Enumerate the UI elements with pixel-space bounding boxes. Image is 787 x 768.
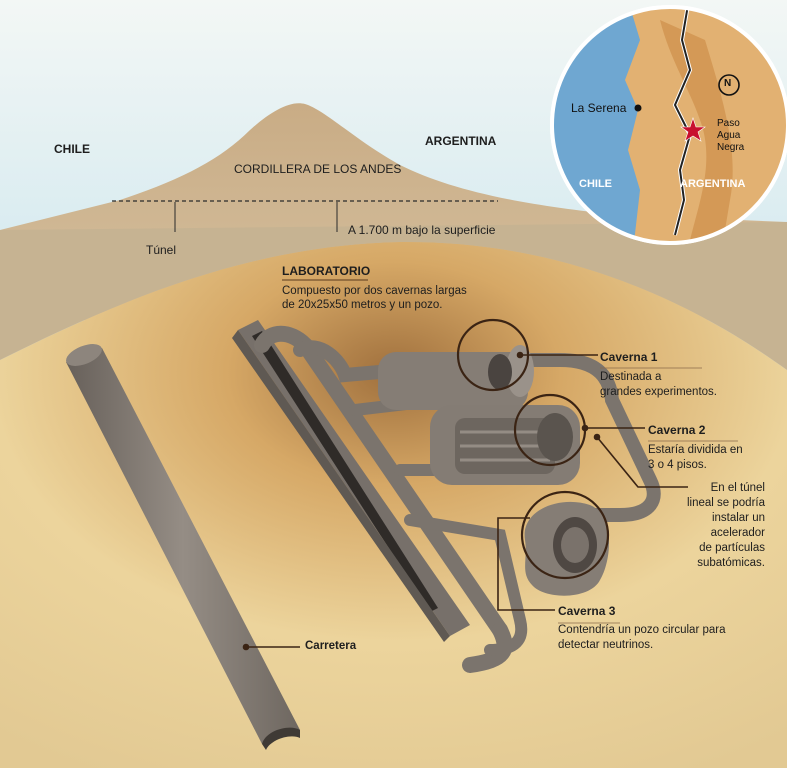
underground [0, 241, 787, 768]
la-serena-dot [634, 104, 642, 112]
lab-description-line-2: de 20x25x50 metros y un pozo. [282, 299, 443, 311]
lab-location-star [680, 117, 706, 142]
map-country-left: CHILE [579, 178, 612, 190]
cavern-3-description: Contendría un pozo circular para detecta… [558, 624, 726, 651]
cavern-1-structure [378, 345, 534, 410]
cavern-2-description: Estaría dividida en 3 o 4 pisos. [648, 444, 743, 471]
lab-description-line-1: Compuesto por dos cavernas largas [282, 285, 467, 297]
country-label-right: ARGENTINA [425, 134, 497, 148]
linear-tunnel-note: En el túnel lineal se podría instalar un… [687, 482, 765, 569]
rock-layer [0, 222, 787, 370]
cavern-1-title: Caverna 1 [600, 350, 658, 364]
road-tunnel [66, 344, 300, 750]
cavern-3-title: Caverna 3 [558, 604, 616, 618]
lab-title: LABORATORIO [282, 264, 371, 278]
compass-letter: N [724, 78, 732, 89]
border-line [673, 7, 692, 236]
pass-label-line-1: Paso [717, 118, 740, 129]
pass-label-line-2: Agua [717, 130, 741, 141]
lab-description: Compuesto por dos cavernas largas de 20x… [282, 284, 467, 312]
city-label: La Serena [571, 101, 627, 115]
country-label-left: CHILE [54, 142, 90, 156]
linear-tunnel [232, 320, 470, 642]
mountain-label: CORDILLERA DE LOS ANDES [234, 162, 402, 176]
tunnel-label: Túnel [146, 243, 177, 257]
highlands [660, 20, 733, 243]
cavern-3-structure [524, 501, 610, 596]
pass-label-line-3: Negra [717, 142, 745, 153]
cavern-2-structure [430, 405, 580, 485]
linear-tunnel-leader [596, 436, 688, 488]
depth-label: A 1.700 m bajo la superficie [348, 223, 496, 237]
locator-map [550, 5, 787, 245]
map-country-right: ARGENTINA [680, 178, 746, 190]
road-label: Carretera [305, 640, 357, 652]
cavern-1-description: Destinada a grandes experimentos. [600, 371, 717, 398]
cavern-3-callout-circle [520, 490, 610, 580]
compass-icon [718, 74, 740, 96]
cavern-3-leader [497, 517, 555, 611]
cavern-2-title: Caverna 2 [648, 423, 706, 437]
pass-label: Paso Agua Negra [717, 118, 744, 154]
